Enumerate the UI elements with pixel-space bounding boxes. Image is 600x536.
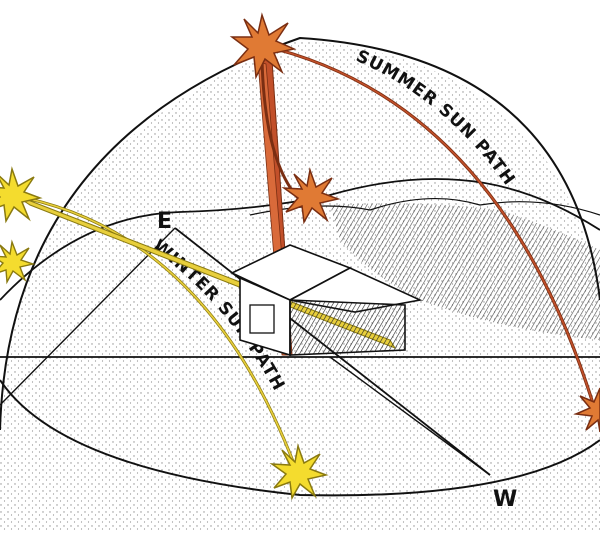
- east-label: E: [157, 209, 172, 234]
- sun-icon-summer-west: [573, 387, 600, 433]
- house-icon: [230, 244, 423, 357]
- ground-line-left: [0, 227, 176, 406]
- ground-line-right: [329, 356, 491, 476]
- west-label: W: [493, 487, 517, 512]
- summer-sun-path-highlight: [259, 44, 596, 411]
- sun-icon-summer-morning: [281, 167, 341, 225]
- sun-icon-winter-low: [0, 239, 36, 285]
- sun-icon-summer-noon: [229, 12, 297, 80]
- winter-sun-path-highlight: [9, 194, 301, 481]
- forest-hatch: [330, 203, 600, 340]
- sun-icon-winter-west: [269, 443, 329, 501]
- ground-ellipse: [0, 379, 600, 497]
- sun-icon-winter-east: [0, 166, 43, 224]
